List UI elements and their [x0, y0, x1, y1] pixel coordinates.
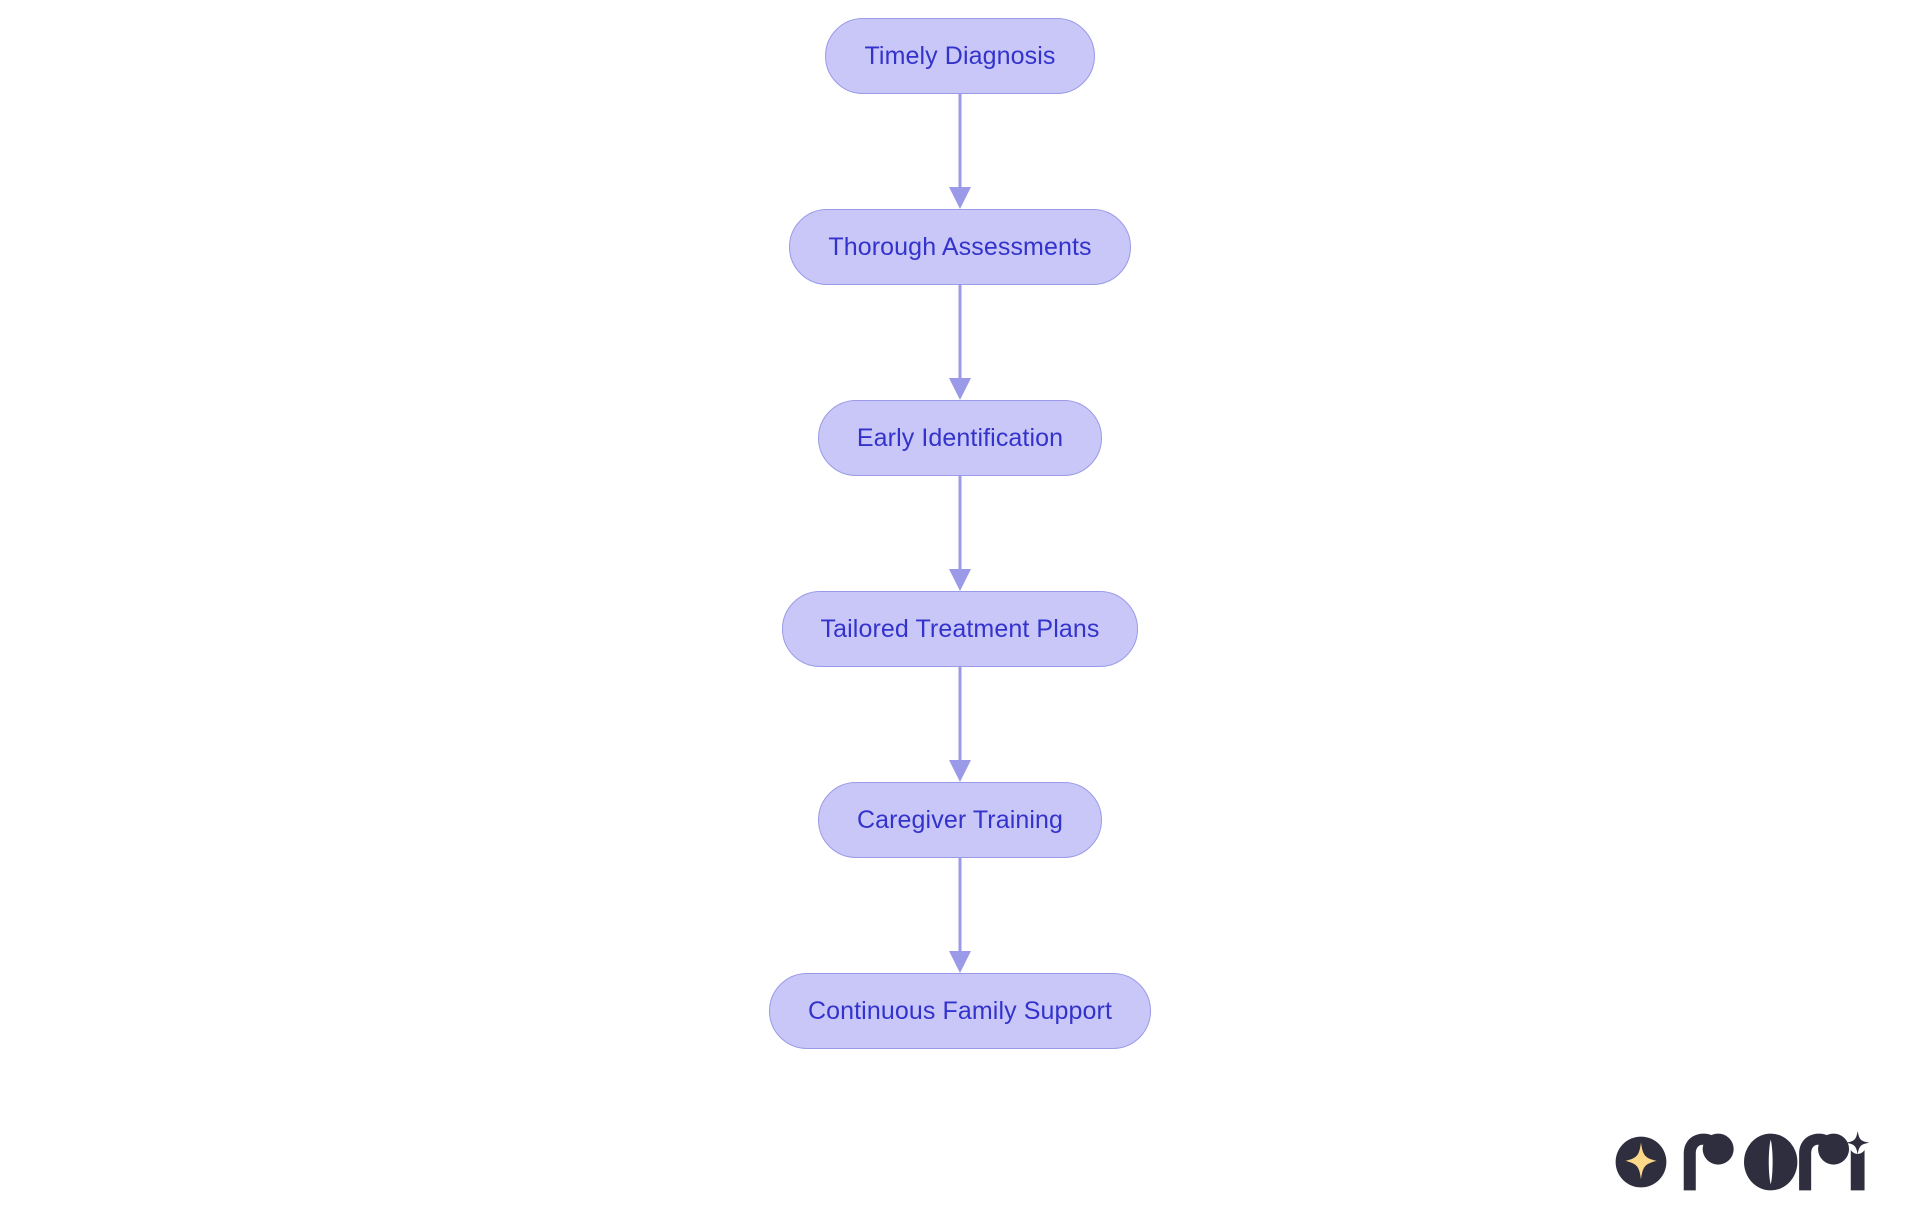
sparkle-star-in-circle-icon: [1615, 1136, 1667, 1188]
flow-node-continuous-family-support[interactable]: Continuous Family Support: [768, 973, 1152, 1049]
flow-node-timely-diagnosis[interactable]: Timely Diagnosis: [825, 18, 1095, 94]
edge-arrowhead-icon: [949, 569, 971, 591]
flow-node-label: Continuous Family Support: [807, 996, 1113, 1025]
flow-node-caregiver-training[interactable]: Caregiver Training: [817, 782, 1103, 858]
flow-edge-n4-n5: [945, 667, 975, 782]
edge-shaft: [958, 285, 962, 381]
flowchart-node-stack: Timely Diagnosis Thorough Assessments Ea…: [0, 18, 1920, 1049]
flow-node-early-identification[interactable]: Early Identification: [817, 400, 1103, 476]
flow-node-label: Timely Diagnosis: [864, 41, 1056, 70]
flow-edge-n2-n3: [945, 285, 975, 400]
edge-shaft: [958, 476, 962, 572]
flow-node-label: Caregiver Training: [856, 805, 1064, 834]
flow-edge-n1-n2: [945, 94, 975, 209]
flow-node-label: Thorough Assessments: [828, 232, 1092, 261]
flow-node-thorough-assessments[interactable]: Thorough Assessments: [789, 209, 1131, 285]
flow-node-label: Tailored Treatment Plans: [820, 614, 1100, 643]
brand-logo: [1614, 1131, 1878, 1193]
flow-node-label: Early Identification: [856, 423, 1064, 452]
edge-arrowhead-icon: [949, 187, 971, 209]
edge-shaft: [958, 858, 962, 954]
flow-node-tailored-treatment-plans[interactable]: Tailored Treatment Plans: [781, 591, 1139, 667]
edge-arrowhead-icon: [949, 760, 971, 782]
edge-arrowhead-icon: [949, 951, 971, 973]
edge-shaft: [958, 667, 962, 763]
rori-wordmark: [1683, 1131, 1869, 1191]
flow-edge-n3-n4: [945, 476, 975, 591]
flow-edge-n5-n6: [945, 858, 975, 973]
edge-arrowhead-icon: [949, 378, 971, 400]
edge-shaft: [958, 94, 962, 190]
